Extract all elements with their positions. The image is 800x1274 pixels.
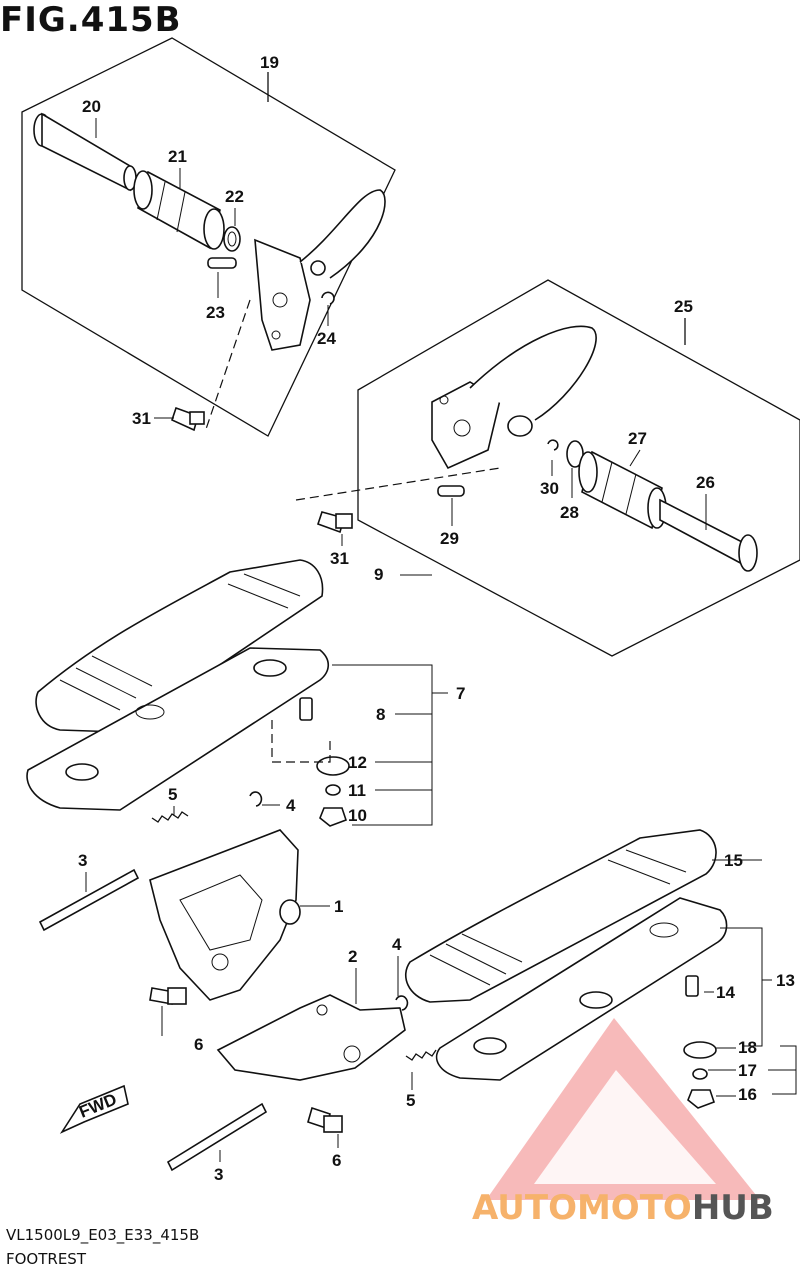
part-5-spring-lower bbox=[405, 1049, 437, 1061]
callout-29: 29 bbox=[440, 529, 459, 548]
part-5-spring-upper bbox=[151, 811, 189, 823]
floorboard-hinge-bracket bbox=[149, 829, 301, 1001]
rider-footrest-assembly-box-right bbox=[295, 279, 800, 657]
part-6-bolt-upper bbox=[149, 987, 187, 1005]
forward-direction-badge: FWD bbox=[59, 1084, 129, 1134]
callout-4-upper: 4 bbox=[286, 796, 296, 815]
callout-26: 26 bbox=[696, 473, 715, 492]
callout-4-lower: 4 bbox=[392, 935, 402, 954]
rider-footrest-assembly-box-left bbox=[21, 37, 396, 437]
callout-22: 22 bbox=[225, 187, 244, 206]
part-3-pin-upper bbox=[38, 868, 140, 932]
brand-text-part1: AUTOMOTO bbox=[472, 1188, 692, 1228]
part-22-washer bbox=[223, 226, 241, 252]
part-18-washer bbox=[683, 1041, 717, 1059]
part-12-washer bbox=[316, 756, 350, 776]
part-4-clip-lower bbox=[395, 995, 409, 1011]
footrest-bracket-right bbox=[431, 325, 597, 470]
callout-25: 25 bbox=[674, 297, 693, 316]
callout-30: 30 bbox=[540, 479, 559, 498]
callout-9: 9 bbox=[374, 565, 383, 584]
part-27-rubber bbox=[578, 450, 667, 530]
callout-3-lower: 3 bbox=[214, 1165, 223, 1184]
callout-7: 7 bbox=[456, 684, 465, 703]
floorboard-upper bbox=[26, 559, 330, 811]
watermark-triangle-logo bbox=[486, 1018, 760, 1200]
callout-6-upper: 6 bbox=[194, 1035, 203, 1054]
callout-17: 17 bbox=[738, 1061, 757, 1080]
part-10-nut bbox=[319, 807, 348, 827]
model-code-label: VL1500L9_E03_E33_415B bbox=[6, 1226, 200, 1244]
callout-leader-lines bbox=[85, 118, 736, 1162]
lower-hinge-plate bbox=[216, 994, 406, 1081]
part-24-clip bbox=[321, 291, 335, 305]
figure-title: FIG.415B bbox=[0, 0, 182, 40]
callout-14: 14 bbox=[716, 983, 735, 1002]
part-14-bolt bbox=[685, 975, 699, 997]
part-26-pin bbox=[659, 498, 758, 572]
part-3-pin-lower bbox=[166, 1102, 268, 1172]
callout-23: 23 bbox=[206, 303, 225, 322]
part-16-nut bbox=[687, 1089, 716, 1109]
callout-27: 27 bbox=[628, 429, 647, 448]
part-31-bolt-lower bbox=[316, 511, 353, 534]
part-21-rubber bbox=[133, 170, 225, 250]
section-name-label: FOOTREST bbox=[6, 1250, 86, 1268]
callout-8: 8 bbox=[376, 705, 385, 724]
callout-15: 15 bbox=[724, 851, 743, 870]
part-31-bolt-top bbox=[171, 406, 205, 432]
callout-5-upper: 5 bbox=[168, 785, 177, 804]
part-11-washer bbox=[325, 784, 341, 796]
part-6-bolt-lower bbox=[307, 1106, 343, 1133]
part-8-bolt bbox=[299, 697, 313, 721]
part-23-bolt bbox=[207, 257, 237, 269]
watermark-brand-text: AUTOMOTOHUB bbox=[472, 1188, 774, 1228]
callout-1: 1 bbox=[334, 897, 343, 916]
callout-19: 19 bbox=[260, 53, 279, 72]
callout-21: 21 bbox=[168, 147, 187, 166]
part-29-bolt bbox=[437, 485, 465, 497]
floorboard-lower bbox=[405, 829, 728, 1081]
callout-3-upper: 3 bbox=[78, 851, 87, 870]
callout-6-lower: 6 bbox=[332, 1151, 341, 1170]
callout-11: 11 bbox=[348, 781, 366, 800]
callout-13: 13 bbox=[776, 971, 795, 990]
callout-31-top: 31 bbox=[132, 409, 151, 428]
footrest-bracket-left bbox=[254, 189, 386, 351]
callout-2: 2 bbox=[348, 947, 357, 966]
callout-31-lower: 31 bbox=[330, 549, 349, 568]
callout-5-lower: 5 bbox=[406, 1091, 415, 1110]
callout-20: 20 bbox=[82, 97, 101, 116]
part-20-pin bbox=[33, 112, 137, 192]
part-17-washer bbox=[692, 1068, 708, 1080]
callout-12: 12 bbox=[348, 753, 367, 772]
callout-18: 18 bbox=[738, 1038, 757, 1057]
part-30-clip bbox=[547, 439, 559, 451]
part-4-clip-upper bbox=[249, 791, 263, 807]
callout-28: 28 bbox=[560, 503, 579, 522]
callout-24: 24 bbox=[317, 329, 336, 348]
callout-10: 10 bbox=[348, 806, 367, 825]
brand-text-part2: HUB bbox=[691, 1188, 774, 1228]
callout-16: 16 bbox=[738, 1085, 757, 1104]
